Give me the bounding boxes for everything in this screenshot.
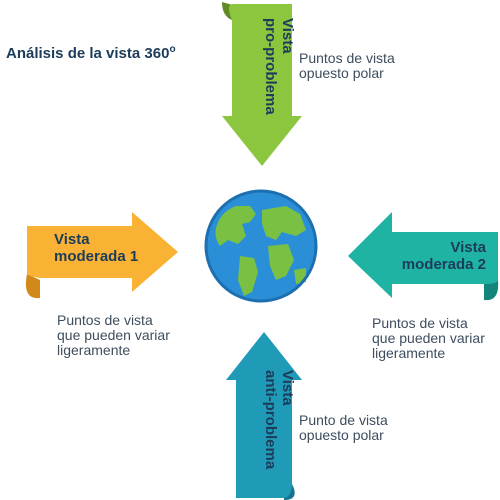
globe-icon	[204, 189, 318, 303]
label-anti-problema: Vista anti-problema	[262, 370, 296, 470]
desc-anti-problema: Punto de vista opuesto polar	[299, 412, 388, 443]
arrow-moderada-1	[25, 212, 178, 299]
arrow-pro-problema	[222, 2, 302, 166]
page-title: Análisis de la vista 360o	[6, 44, 176, 62]
desc-moderada-2: Puntos de vista que pueden variar ligera…	[372, 315, 485, 361]
label-moderada-1: Vista moderada 1	[54, 231, 139, 265]
label-pro-problema: Vista pro-problema	[262, 18, 296, 115]
label-moderada-2: Vista moderada 2	[401, 239, 486, 273]
arrow-anti-problema	[226, 332, 302, 500]
arrow-moderada-2	[348, 212, 499, 301]
desc-moderada-1: Puntos de vista que pueden variar ligera…	[57, 312, 170, 358]
desc-pro-problema: Puntos de vista opuesto polar	[299, 50, 395, 81]
